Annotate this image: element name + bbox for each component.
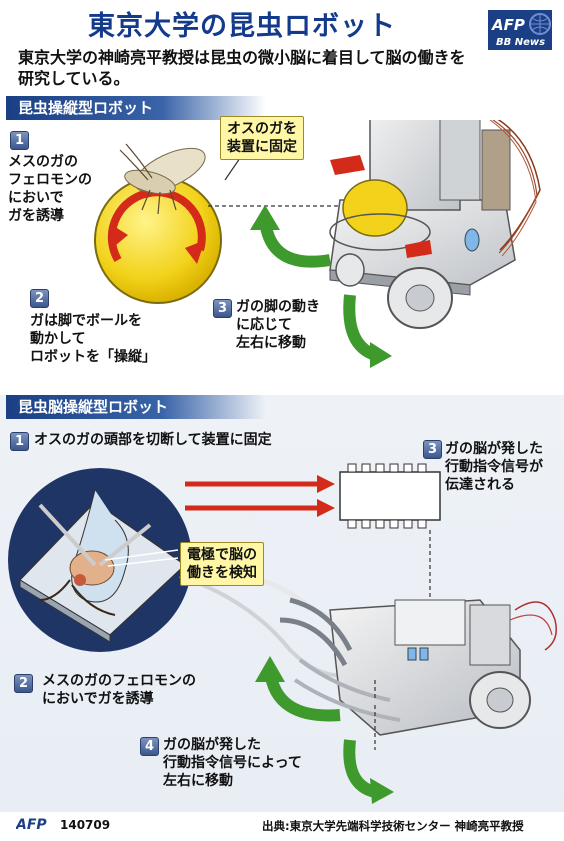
intro-text: 東京大学の神崎亮平教授は昆虫の微小脳に着目して脳の働きを研究している。: [18, 48, 466, 88]
green-arrow-right-1: [343, 294, 392, 368]
s2-step3-text: ガの脳が発した 行動指令信号が 伝達される: [445, 441, 543, 493]
s2-step2-text: メスのガのフェロモンの においでガを誘導: [42, 673, 196, 707]
s1-step3-text: ガの脚の動き に応じて 左右に移動: [236, 299, 320, 351]
s1-callout: オスのガを 装置に固定: [220, 116, 304, 160]
section2-illustration: [8, 463, 557, 804]
footer-agency-text: AFP: [16, 817, 47, 833]
section1-title: 昆虫操縦型ロボット: [6, 96, 266, 120]
footer-source: 出典:東京大学先端科学技術センター 神崎亮平教授: [262, 819, 524, 833]
s1-step1-text: メスのガの フェロモンの においで ガを誘導: [8, 154, 92, 224]
green-arrow-right-2: [343, 739, 394, 804]
section1-illustration: [94, 120, 541, 368]
moth-head-device: [8, 468, 192, 652]
s2-step1-number: 1: [10, 432, 29, 451]
red-signal-arrows: [185, 475, 335, 517]
footer: [0, 812, 564, 841]
green-arrow-left-1: [250, 205, 331, 268]
logo-main-text: AFP: [491, 16, 525, 34]
s2-step4-number: 4: [140, 737, 159, 756]
section2-title: 昆虫脳操縦型ロボット: [6, 395, 266, 419]
afp-footer-logo: AFP: [16, 817, 47, 833]
page-title: 東京大学の昆虫ロボット: [88, 11, 396, 42]
afp-bbnews-logo: AFP BB News: [488, 10, 552, 50]
logo-sub-text: BB News: [496, 37, 545, 48]
footer-code: 140709: [60, 818, 111, 832]
green-arrow-left-2: [255, 656, 341, 722]
s2-step1-text: オスのガの頭部を切断して装置に固定: [34, 432, 272, 448]
s1-step2-text: ガは脚でボールを 動かして ロボットを「操縦」: [30, 313, 156, 365]
signal-chip: [339, 463, 441, 529]
s2-callout: 電極で脳の 働きを検知: [180, 542, 264, 586]
robot-machine-1: [329, 120, 541, 329]
moth-illustration: [119, 143, 206, 215]
s2-step3-number: 3: [423, 440, 442, 459]
s1-step1-number: 1: [10, 131, 29, 150]
s1-step2-number: 2: [30, 289, 49, 308]
robot-machine-2: [279, 597, 557, 736]
s1-step3-number: 3: [213, 299, 232, 318]
s2-step2-number: 2: [14, 674, 33, 693]
trackball: [94, 176, 222, 304]
s2-step4-text: ガの脳が発した 行動指令信号によって 左右に移動: [163, 737, 302, 789]
